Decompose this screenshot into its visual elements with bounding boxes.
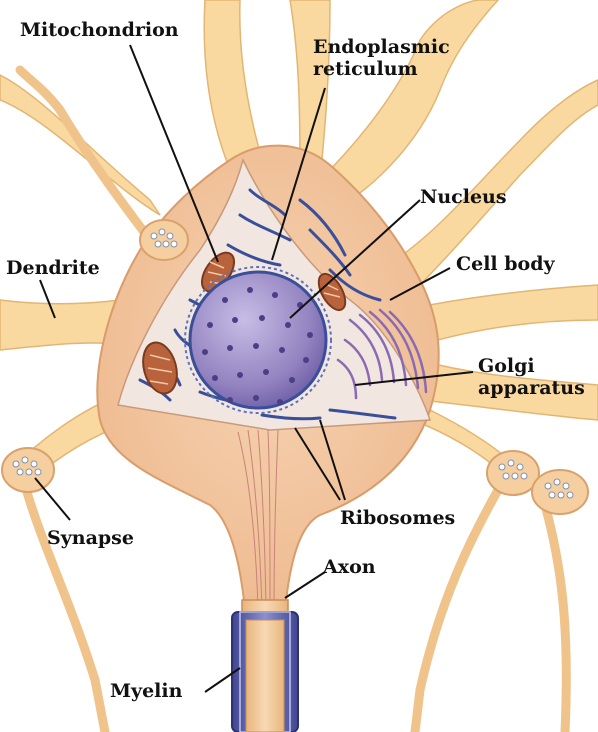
leader-synapse (34, 477, 71, 521)
leader-ribosomes-b (319, 419, 346, 501)
label-cell-body: Cell body (456, 253, 555, 275)
thin-processes (15, 65, 571, 732)
label-axon: Axon (323, 556, 376, 578)
leader-ribosomes-a (294, 427, 341, 501)
label-endoplasmic-reticulum: Endoplasmic reticulum (313, 36, 450, 80)
label-golgi-apparatus: Golgi apparatus (478, 355, 585, 399)
leader-nucleus (289, 199, 421, 319)
synapse-knob (139, 219, 189, 261)
mitochondria (142, 251, 347, 395)
label-nucleus: Nucleus (420, 186, 507, 208)
synapse-knobs (1, 219, 589, 515)
axon-hillock-fibers (237, 429, 279, 611)
endoplasmic-reticulum (138, 188, 397, 421)
nucleus-sphere (184, 266, 332, 414)
leader-lines (34, 44, 474, 693)
leader-myelin (204, 667, 241, 693)
label-synapse: Synapse (47, 527, 134, 549)
label-dendrite: Dendrite (6, 257, 100, 279)
label-myelin: Myelin (110, 680, 183, 702)
label-ribosomes: Ribosomes (340, 507, 456, 529)
label-mitochondrion: Mitochondrion (20, 19, 179, 41)
synapse-knob (1, 447, 55, 493)
leader-er (271, 87, 326, 261)
myelin-sheath (231, 611, 299, 732)
leader-cell-body (389, 267, 451, 301)
synapse-knob (531, 469, 589, 515)
synapse-knob (486, 450, 540, 496)
leader-axon (284, 571, 326, 599)
leader-dendrite (39, 279, 56, 319)
leader-mitochondrion (129, 44, 219, 263)
leader-golgi (354, 371, 474, 386)
